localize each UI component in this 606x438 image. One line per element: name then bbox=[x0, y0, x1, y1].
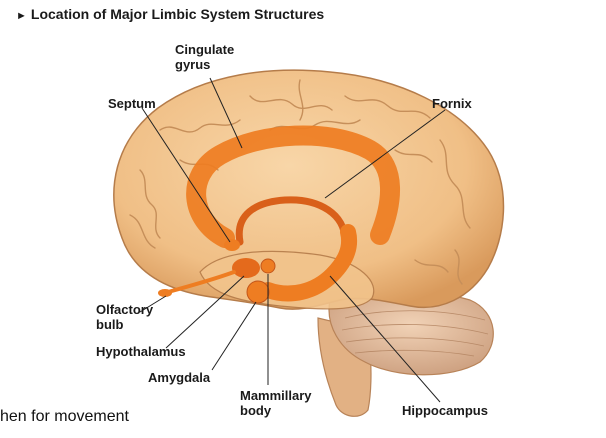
label-cingulate-gyrus: Cingulate gyrus bbox=[175, 42, 235, 72]
leader-hypothalamus bbox=[165, 275, 245, 349]
olfactory-tract bbox=[166, 270, 236, 294]
figure-title-text: Location of Major Limbic System Structur… bbox=[30, 6, 325, 22]
label-amygdala: Amygdala bbox=[148, 370, 211, 385]
leader-fornix bbox=[324, 109, 446, 199]
caption-fragment: hen for movement bbox=[0, 408, 129, 425]
leader-lines bbox=[139, 77, 446, 403]
title-marker: ► bbox=[16, 10, 27, 22]
hypothalamus-shape bbox=[232, 258, 260, 278]
cerebellum-folia bbox=[341, 310, 489, 357]
label-fornix: Fornix bbox=[432, 96, 472, 111]
cerebrum bbox=[113, 69, 505, 310]
amygdala-shape bbox=[246, 280, 270, 304]
hippocampus-shape bbox=[260, 224, 358, 302]
figure-title: ►Location of Major Limbic System Structu… bbox=[16, 6, 324, 22]
leader-septum bbox=[141, 107, 231, 243]
leader-cingulate bbox=[209, 77, 243, 149]
leader-hippocampus bbox=[329, 275, 441, 403]
leader-olfactory bbox=[139, 295, 167, 313]
septum-shape bbox=[224, 239, 240, 251]
mammillary-body-shape bbox=[260, 258, 276, 274]
label-mammillary-body: Mammillary body bbox=[240, 388, 312, 418]
olfactory-bulb-shape bbox=[158, 289, 172, 297]
label-septum: Septum bbox=[108, 96, 156, 111]
leader-amygdala bbox=[211, 301, 257, 371]
label-hypothalamus: Hypothalamus bbox=[96, 344, 186, 359]
cingulate-gyrus-shape bbox=[186, 125, 401, 248]
label-olfactory-bulb: Olfactory bulb bbox=[96, 302, 154, 332]
label-hippocampus: Hippocampus bbox=[402, 403, 488, 418]
